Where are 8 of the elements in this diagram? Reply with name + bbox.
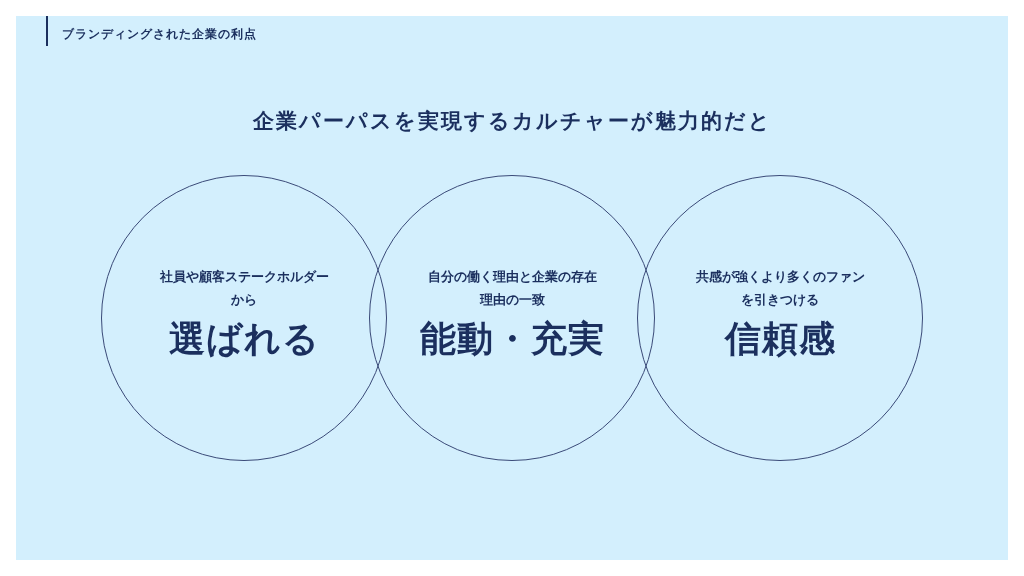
section-label: ブランディングされた企業の利点 (62, 26, 257, 43)
title: 企業パーパスを実現するカルチャーが魅力的だと (251, 108, 773, 135)
circle-text: 社員や顧客ステークホルダーから (158, 268, 330, 309)
circle-heading: 選ばれる (168, 316, 320, 361)
circle-text: 共感が強くより多くのファンを引きつける (694, 268, 866, 309)
circle-heading: 信頼感 (724, 316, 836, 361)
circle-text: 自分の働く理由と企業の存在理由の一致 (426, 268, 598, 309)
circle-heading: 能動・充実 (419, 316, 605, 361)
